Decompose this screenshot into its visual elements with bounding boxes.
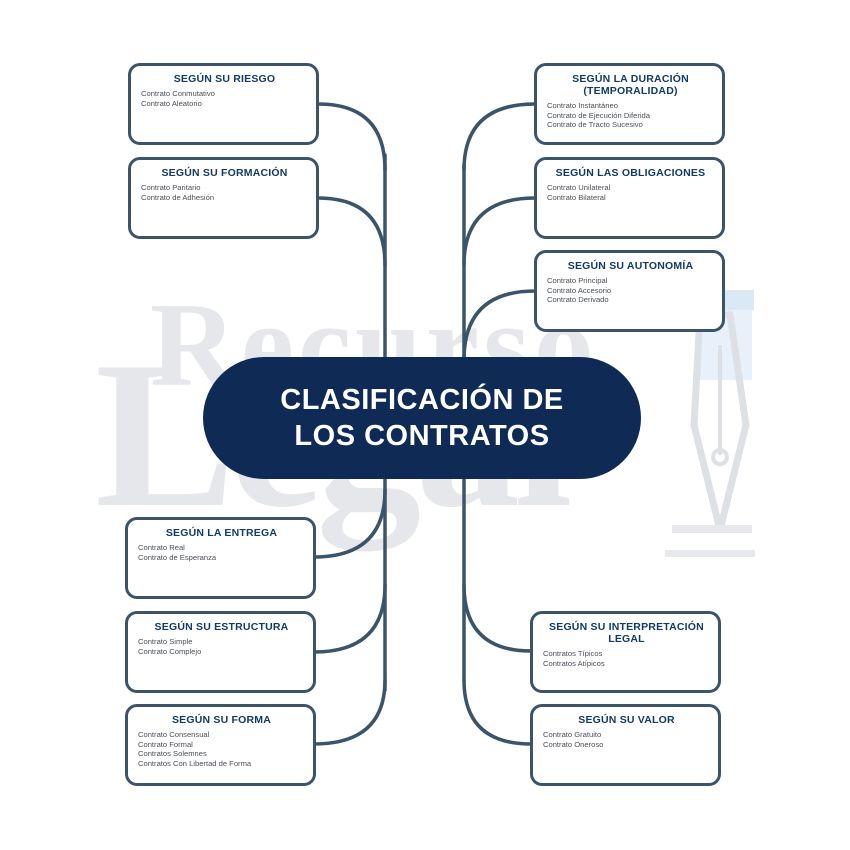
- category-title: SEGÚN SU FORMA: [171, 714, 272, 726]
- category-item: Contrato de Esperanza: [138, 552, 217, 562]
- connector-obligaciones: [462, 196, 537, 267]
- category-title-line1: SEGÚN SU INTERPRETACIÓN: [549, 621, 704, 633]
- category-title-line2: (TEMPORALIDAD): [583, 85, 678, 97]
- category-item: Contrato de Tracto Sucesivo: [547, 120, 643, 130]
- category-item: Contratos Típicos: [543, 649, 603, 658]
- category-title: SEGÚN SU INTERPRETACIÓN LEGAL: [543, 621, 710, 645]
- category-title-line1: SEGÚN LA DURACIÓN: [572, 73, 689, 85]
- category-box-interpretacion: SEGÚN SU INTERPRETACIÓN LEGAL Contratos …: [530, 611, 721, 693]
- category-box-formacion: SEGÚN SU FORMACIÓN Contrato Paritario Co…: [128, 157, 319, 239]
- category-item: Contrato Principal: [547, 276, 608, 285]
- connector-forma: [312, 678, 387, 746]
- category-box-valor: SEGÚN SU VALOR Contrato Gratuito Contrat…: [530, 704, 721, 786]
- category-box-duracion: SEGÚN LA DURACIÓN (TEMPORALIDAD) Contrat…: [534, 63, 725, 145]
- category-item: Contrato Aleatorio: [141, 98, 202, 108]
- category-item: Contrato Formal: [138, 739, 193, 749]
- connector-estructura: [312, 583, 387, 654]
- connector-entrega: [312, 488, 387, 559]
- category-title: SEGÚN SU AUTONOMÍA: [567, 260, 694, 272]
- category-box-riesgo: SEGÚN SU RIESGO Contrato Conmutativo Con…: [128, 63, 319, 145]
- pen-nib-watermark-icon: [665, 290, 755, 557]
- category-item: Contrato Simple: [138, 637, 193, 646]
- category-box-estructura: SEGÚN SU ESTRUCTURA Contrato Simple Cont…: [125, 611, 316, 693]
- category-item: Contrato Gratuito: [543, 730, 602, 739]
- category-box-forma: SEGÚN SU FORMA Contrato Consensual Contr…: [125, 704, 316, 786]
- central-title-line1: CLASIFICACIÓN DE: [280, 384, 564, 416]
- category-title: SEGÚN SU FORMACIÓN: [161, 167, 288, 179]
- category-item: Contrato de Adhesión: [141, 192, 215, 202]
- connector-riesgo: [316, 102, 387, 172]
- category-item: Contrato Conmutativo: [141, 89, 215, 98]
- category-item: Contrato Paritario: [141, 183, 201, 192]
- central-title-line2: LOS CONTRATOS: [294, 420, 550, 452]
- category-item: Contratos Solemnes: [138, 749, 207, 759]
- category-item: Contrato de Ejecución Diferida: [547, 110, 650, 120]
- connector-duracion: [462, 102, 537, 172]
- connector-formacion: [316, 196, 387, 267]
- category-title: SEGÚN LA ENTREGA: [165, 527, 278, 539]
- category-item: Contrato Real: [138, 543, 185, 552]
- category-item: Contratos Con Libertad de Forma: [138, 758, 252, 768]
- category-box-autonomia: SEGÚN SU AUTONOMÍA Contrato Principal Co…: [534, 250, 725, 332]
- connector-autonomia: [462, 289, 537, 362]
- category-item: Contrato Derivado: [547, 295, 609, 305]
- category-title: SEGÚN LAS OBLIGACIONES: [555, 167, 706, 179]
- category-item: Contrato Instantáneo: [547, 101, 618, 110]
- category-item: Contrato Unilateral: [547, 183, 611, 192]
- category-title-line2: LEGAL: [608, 633, 645, 645]
- connector-interpretacion: [462, 583, 533, 653]
- category-item: Contrato Bilateral: [547, 192, 606, 202]
- category-item: Contrato Consensual: [138, 730, 210, 739]
- category-title: SEGÚN SU ESTRUCTURA: [154, 621, 289, 633]
- category-box-entrega: SEGÚN LA ENTREGA Contrato Real Contrato …: [125, 517, 316, 599]
- category-item: Contrato Complejo: [138, 646, 202, 656]
- connector-valor: [462, 678, 533, 746]
- category-item: Contratos Atípicos: [543, 658, 605, 668]
- category-item: Contrato Accesorio: [547, 285, 612, 295]
- category-title: SEGÚN LA DURACIÓN (TEMPORALIDAD): [547, 73, 714, 97]
- category-title: SEGÚN SU VALOR: [578, 714, 675, 726]
- category-box-obligaciones: SEGÚN LAS OBLIGACIONES Contrato Unilater…: [534, 157, 725, 239]
- category-item: Contrato Oneroso: [543, 739, 604, 749]
- central-title-pill: CLASIFICACIÓN DE LOS CONTRATOS: [203, 357, 641, 479]
- category-title: SEGÚN SU RIESGO: [173, 73, 276, 85]
